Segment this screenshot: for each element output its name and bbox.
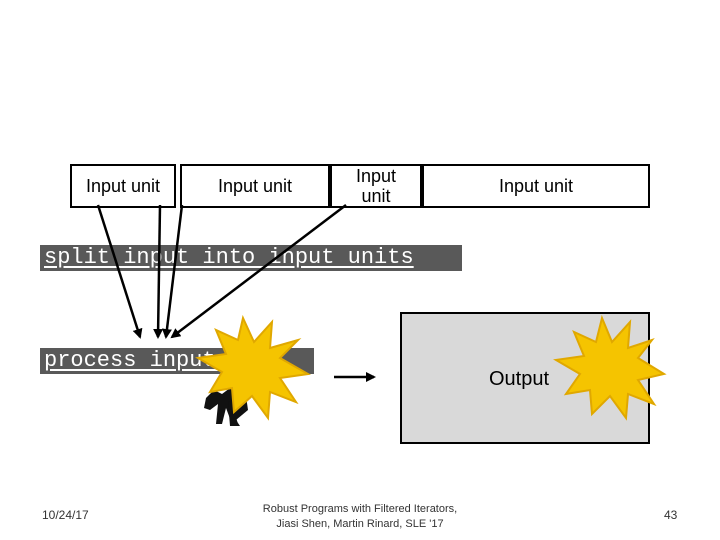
arrow-unit1-to-process bbox=[96, 204, 143, 339]
split-input-label: split input into input units bbox=[40, 245, 462, 271]
footer-title-line-2: Jiasi Shen, Martin Rinard, SLE '17 bbox=[276, 518, 444, 530]
footer-title: Robust Programs with Filtered Iterators,… bbox=[230, 502, 490, 532]
arrow-unit2-to-process bbox=[161, 204, 184, 339]
explosion-icon bbox=[195, 314, 312, 421]
arrow-unit3-to-process bbox=[170, 204, 347, 339]
footer-date: 10/24/17 bbox=[42, 508, 89, 522]
output-label: Output bbox=[489, 368, 550, 390]
input-unit-label-3: Input unit bbox=[355, 166, 397, 206]
input-unit-label-2: Input unit bbox=[217, 176, 293, 196]
input-unit-box-2: Input unit bbox=[180, 164, 330, 208]
input-unit-box-3: Input unit bbox=[330, 164, 422, 208]
input-unit-box-4: Input unit bbox=[422, 164, 650, 208]
footer-page-number: 43 bbox=[664, 508, 678, 522]
input-unit-label-4: Input unit bbox=[498, 176, 574, 196]
footer-title-line-1: Robust Programs with Filtered Iterators, bbox=[262, 503, 458, 515]
arrow-unit1b-to-process bbox=[153, 204, 164, 339]
input-unit-box-1: Input unit bbox=[70, 164, 176, 208]
explosion-icon bbox=[553, 314, 667, 421]
input-unit-label-1: Input unit bbox=[85, 176, 161, 196]
